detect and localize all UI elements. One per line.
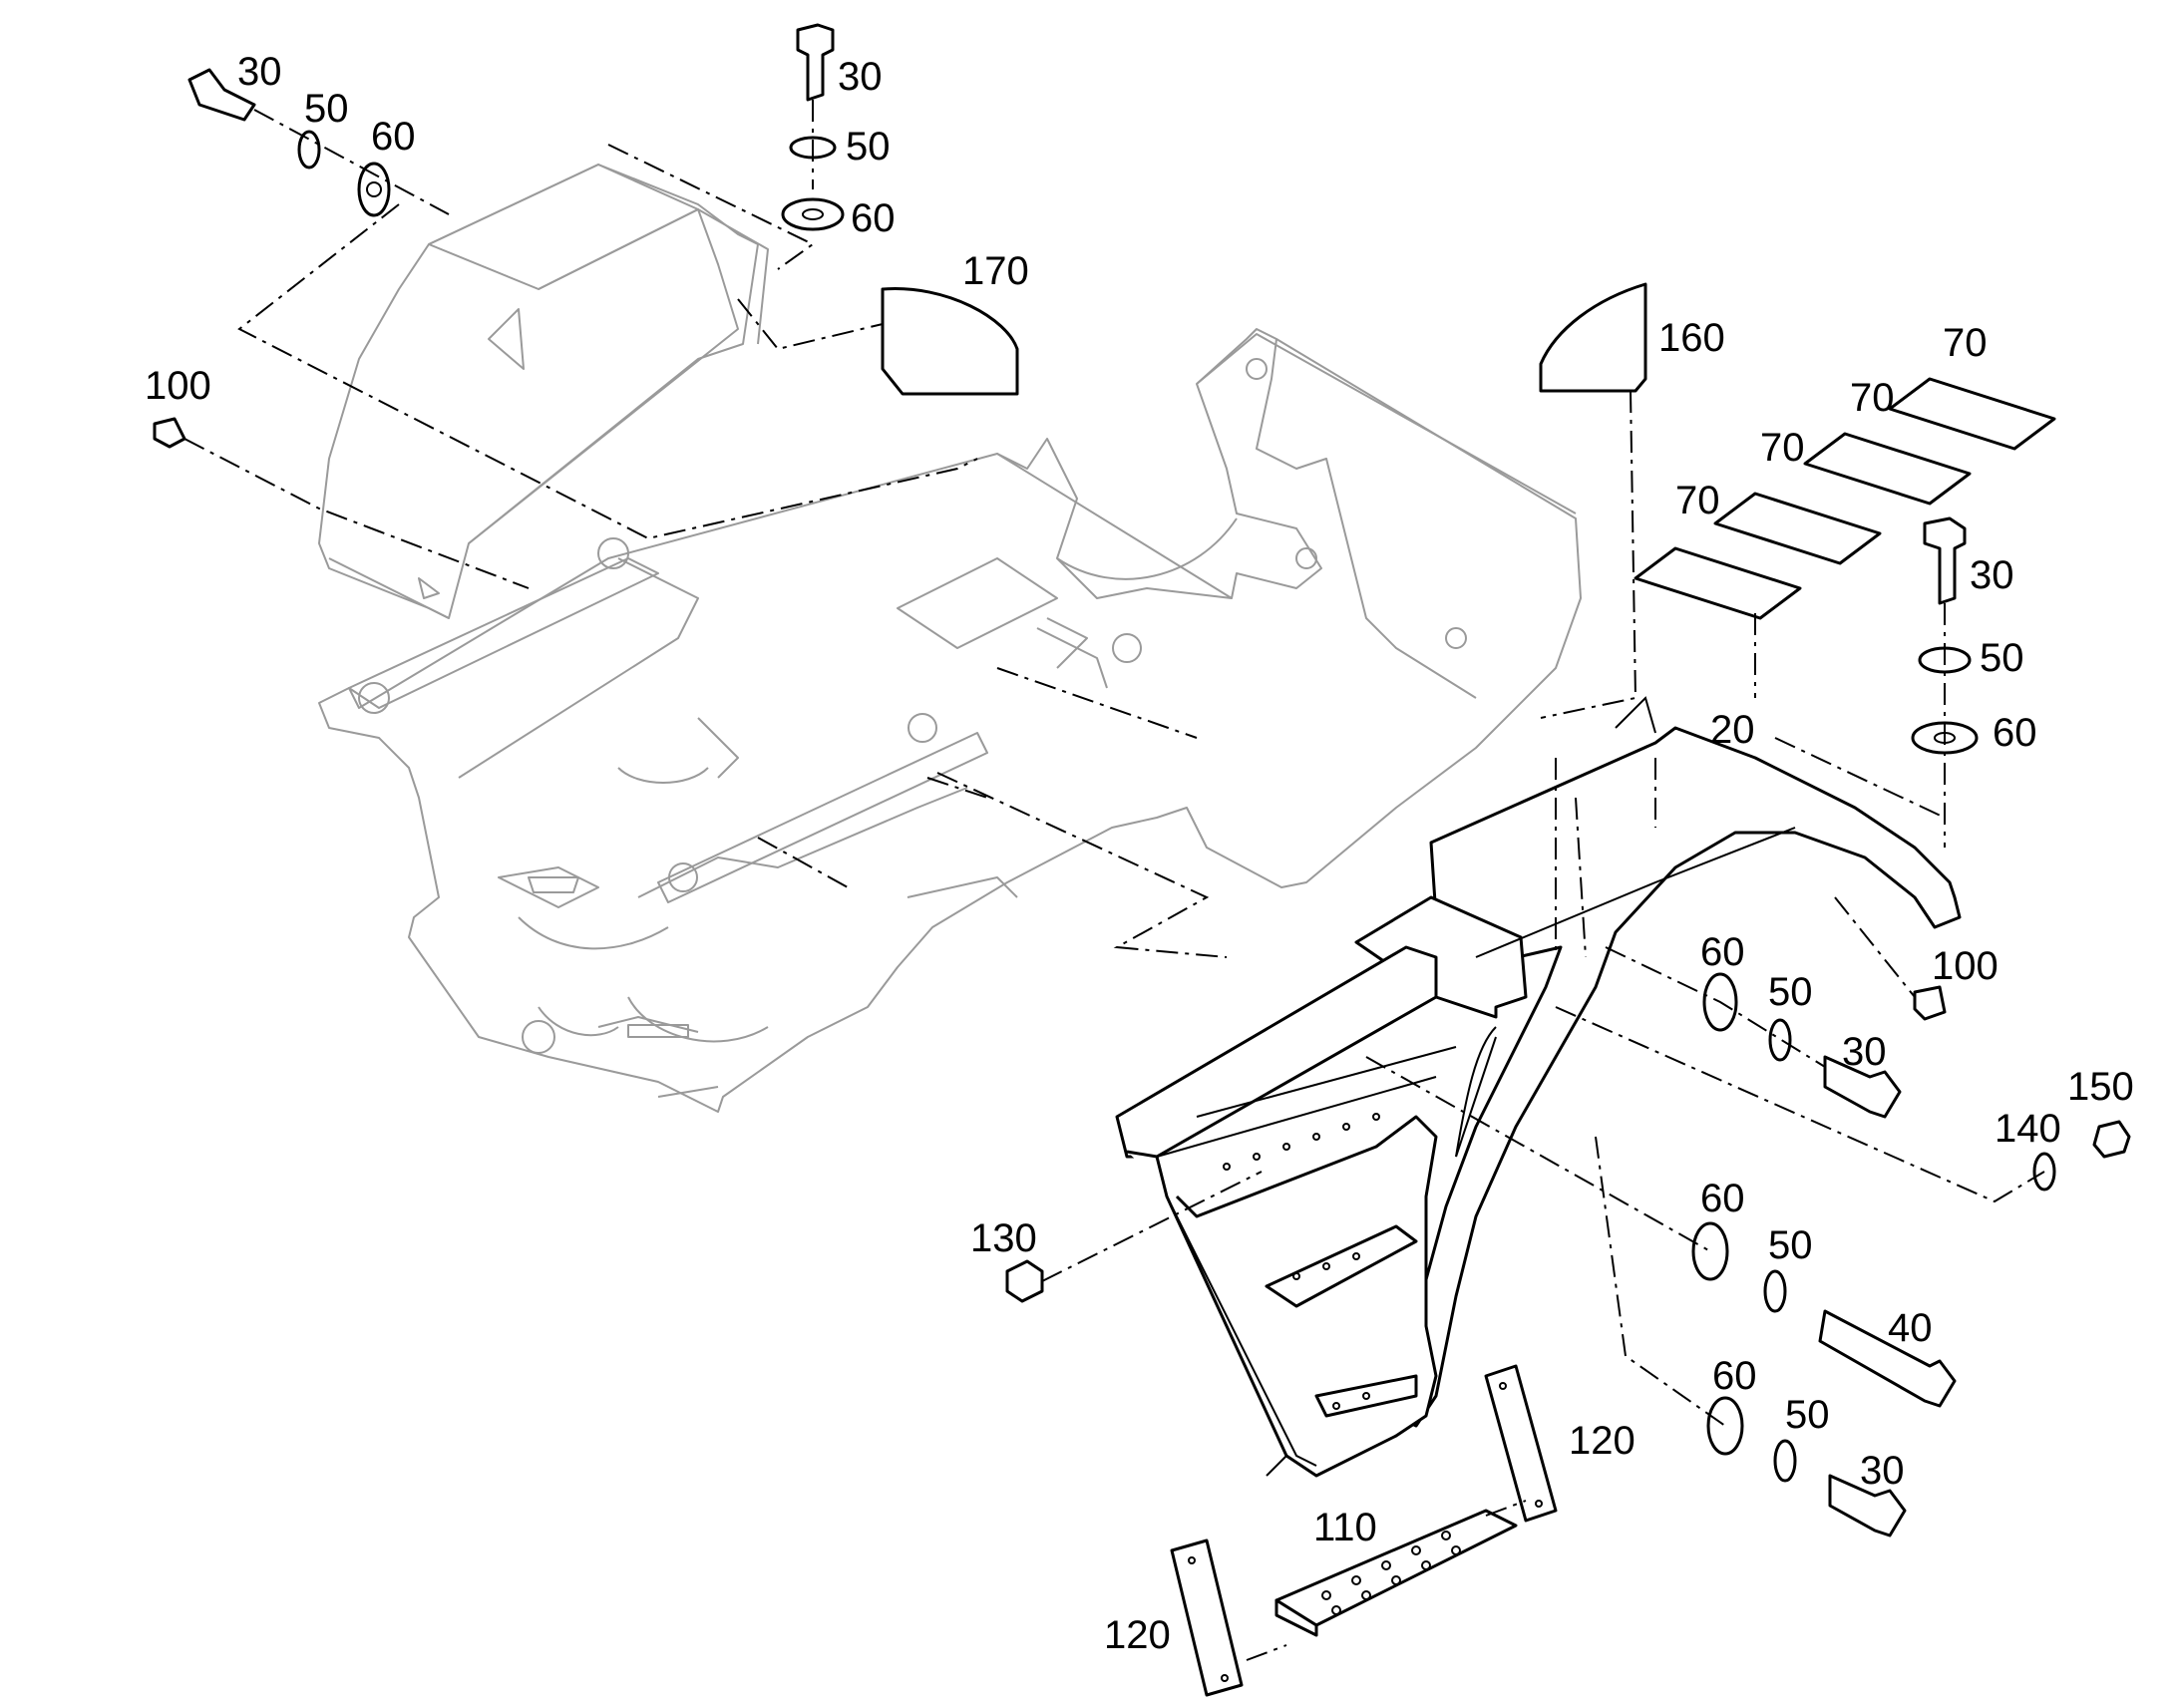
callout-50-top-center: 50 [846, 125, 891, 169]
callout-60-top-left: 60 [371, 115, 416, 159]
fasteners [153, 23, 2131, 1537]
callout-50-mid1: 50 [1768, 970, 1813, 1014]
side-plates-120 [1170, 1364, 1558, 1697]
callout-130: 130 [970, 1216, 1037, 1260]
insert-160 [1539, 282, 1647, 393]
callout-70-c: 70 [1760, 426, 1805, 470]
callout-160: 160 [1658, 316, 1725, 360]
callout-50-right: 50 [1980, 636, 2024, 680]
callout-100-left: 100 [145, 364, 211, 408]
callout-60-right: 60 [1993, 711, 2037, 755]
callout-50-mid3: 50 [1785, 1393, 1830, 1437]
callout-60-mid1: 60 [1700, 930, 1745, 974]
callout-40: 40 [1888, 1306, 1933, 1350]
callout-60-top-center: 60 [851, 196, 896, 240]
callout-70-a: 70 [1943, 321, 1988, 365]
top-cover [318, 164, 769, 619]
callout-30-mid3: 30 [1860, 1449, 1905, 1493]
callout-50-mid2: 50 [1768, 1223, 1813, 1267]
callout-110: 110 [1313, 1506, 1377, 1549]
callout-30-top-center: 30 [838, 55, 883, 99]
callout-70-b: 70 [1850, 376, 1895, 420]
pads-70 [1634, 377, 2056, 620]
callout-150: 150 [2067, 1065, 2134, 1109]
fender-step-assembly [1115, 696, 1962, 1478]
main-frame [318, 328, 1582, 1113]
callout-labels: 30 50 60 30 50 60 170 100 160 70 70 70 7… [145, 50, 2134, 1657]
leader-lines [183, 100, 2045, 1661]
callout-120-right: 120 [1569, 1419, 1635, 1463]
callout-60-mid3: 60 [1712, 1354, 1757, 1398]
callout-140: 140 [1995, 1107, 2061, 1151]
callout-30-right: 30 [1970, 553, 2014, 597]
callout-60-mid2: 60 [1700, 1177, 1745, 1220]
callout-30-mid1: 30 [1842, 1030, 1887, 1074]
callout-30-top-left: 30 [237, 50, 282, 94]
callout-50-top-left: 50 [304, 87, 349, 131]
callout-170: 170 [962, 249, 1029, 293]
callout-100-right: 100 [1932, 944, 1998, 988]
callout-20: 20 [1710, 708, 1755, 752]
insert-170 [881, 287, 1019, 396]
callout-70-d: 70 [1675, 479, 1720, 522]
callout-120-left: 120 [1104, 1613, 1171, 1657]
tread-holes [1223, 1113, 1380, 1410]
step-plate-110 [1274, 1509, 1518, 1637]
